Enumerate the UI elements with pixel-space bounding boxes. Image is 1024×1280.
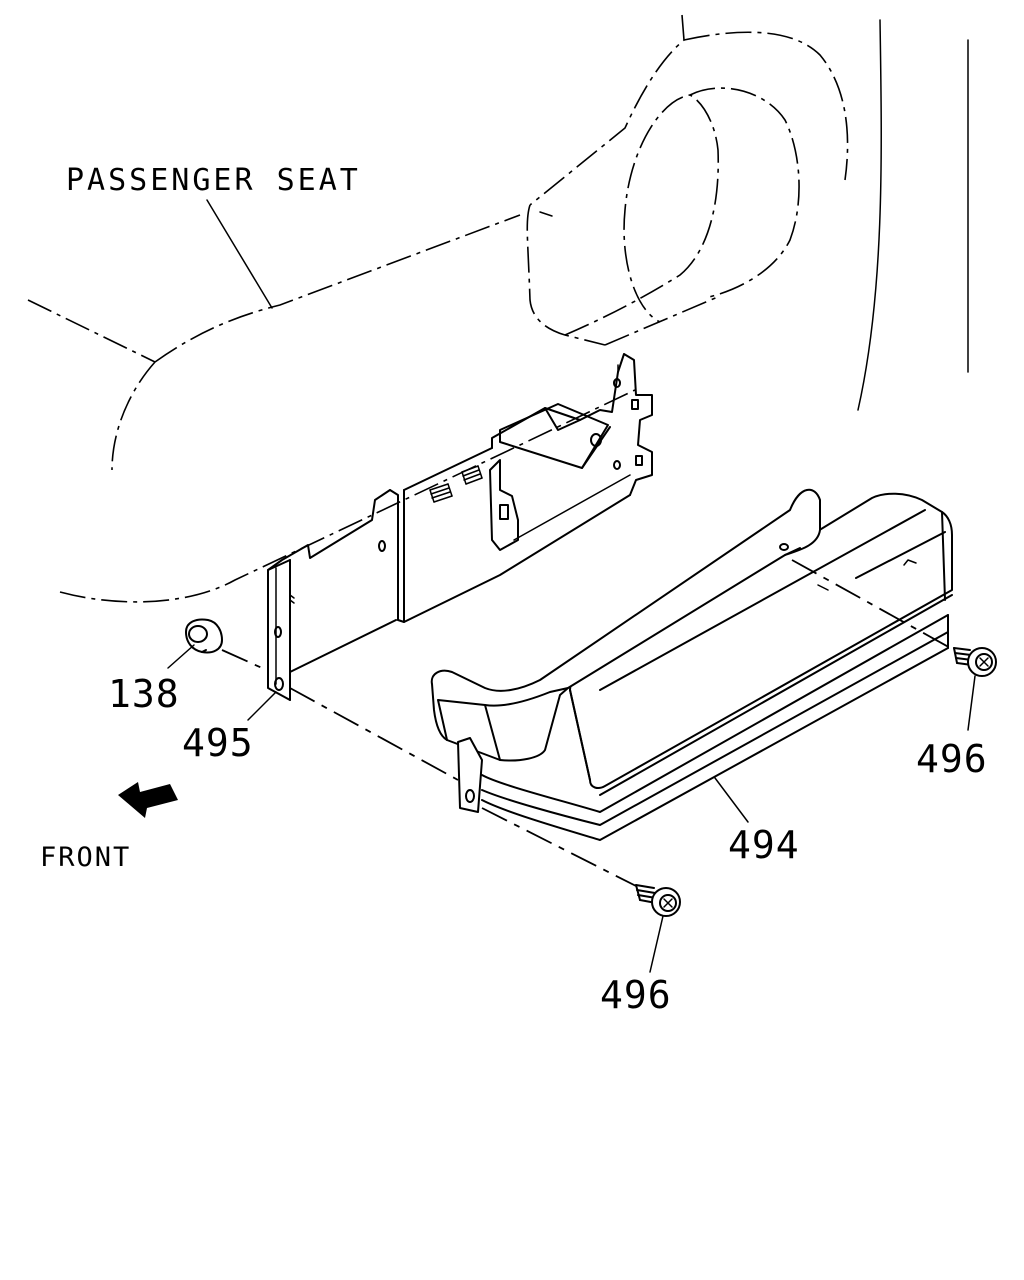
cover-494 xyxy=(430,488,953,841)
arrow-down-left-icon xyxy=(118,782,178,818)
stud-right xyxy=(461,465,483,485)
screw-496-bottom xyxy=(635,884,681,917)
stud-left xyxy=(429,483,453,503)
part-number-496-bottom: 496 xyxy=(600,973,672,1017)
bracket-495 xyxy=(267,353,653,701)
front-label: FRONT xyxy=(40,842,131,873)
screw-496-right xyxy=(953,647,997,677)
leader-lines xyxy=(167,199,976,973)
passenger-seat-outline xyxy=(27,14,969,603)
part-number-138: 138 xyxy=(108,672,180,716)
alignment-lines xyxy=(221,559,955,887)
part-number-494: 494 xyxy=(728,823,800,867)
nut-138 xyxy=(185,618,223,654)
passenger-seat-label: PASSENGER SEAT xyxy=(66,163,361,198)
part-number-495: 495 xyxy=(182,721,254,765)
part-number-496-right: 496 xyxy=(916,737,988,781)
